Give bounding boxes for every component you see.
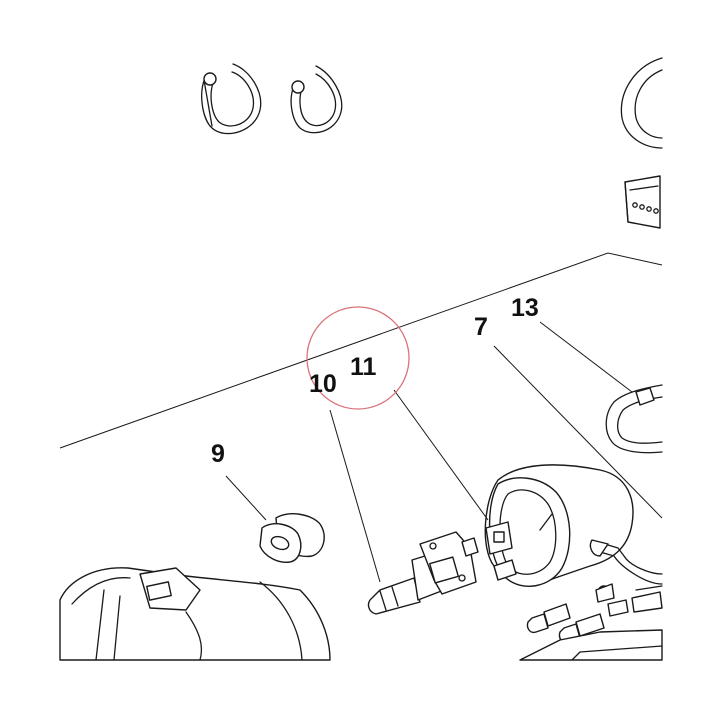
spring-clip-small: [290, 65, 343, 134]
leader-10: [329, 409, 381, 583]
leader-lines: [225, 321, 663, 583]
leader-13: [539, 321, 633, 393]
highlight-circle: [306, 306, 410, 410]
panel-outline: [59, 252, 663, 449]
bulb-10: [367, 531, 479, 615]
ring-part: [620, 57, 663, 149]
lamp-housing-bottom-left: [59, 567, 331, 661]
callout-9: 9: [211, 440, 225, 468]
wire-harness-13: [605, 384, 663, 454]
headlamp-housing: [484, 464, 663, 617]
leader-11: [393, 389, 489, 521]
callout-13: 13: [511, 294, 539, 322]
spring-clip-large: [201, 63, 262, 135]
connector-block: [624, 175, 661, 229]
callout-11: 11: [350, 353, 377, 381]
grommet-9: [259, 513, 325, 563]
bracket-bottom-right: [519, 629, 663, 661]
leader-9: [225, 475, 267, 521]
callout-10: 10: [309, 370, 337, 398]
callout-7: 7: [474, 313, 488, 341]
leader-7: [493, 345, 663, 519]
